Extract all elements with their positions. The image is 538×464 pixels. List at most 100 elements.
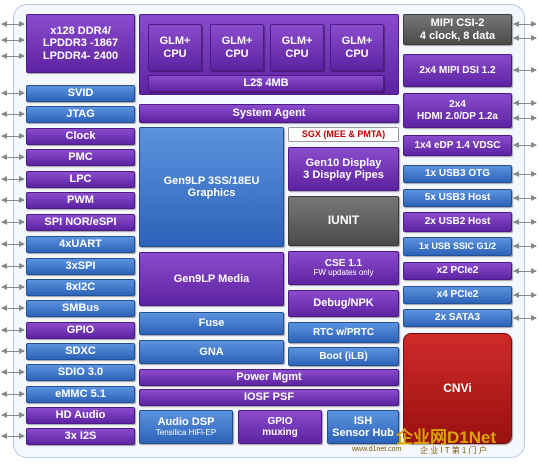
io-arrow (513, 243, 537, 249)
graphics-block: Gen9LP 3SS/18EU Graphics (139, 127, 284, 247)
usb3-host-label: 5x USB3 Host (424, 192, 491, 204)
left-io-label: 4xUART (59, 238, 102, 251)
gpio-muxing-line-2: muxing (262, 427, 298, 438)
io-arrow (513, 67, 537, 73)
left-io-9: 3xSPI (26, 258, 135, 275)
rtc-block: RTC w/PRTC (288, 322, 399, 343)
io-arrow (1, 433, 25, 439)
cpu-core-1-line-2: CPU (163, 47, 187, 60)
mipi-csi-line-2: 4 clock, 8 data (419, 29, 496, 42)
left-io-10: 8xI2C (26, 279, 135, 296)
left-io-16: HD Audio (26, 407, 135, 424)
left-io-label: HD Audio (55, 409, 106, 422)
cpu-core-4-line-2: CPU (345, 47, 369, 60)
left-io-label: JTAG (66, 108, 95, 121)
cpu-core-4: GLM+ CPU (330, 24, 384, 71)
io-arrow (1, 241, 25, 247)
power-mgmt-block: Power Mgmt (139, 369, 399, 386)
audio-dsp-line-2: Tensilica HiFi-EP (155, 427, 217, 437)
watermark-logo-text: 企业网D1Net (396, 428, 497, 447)
io-arrow (513, 315, 537, 321)
left-io-label: SMBus (61, 302, 100, 315)
cpu-core-2-line-2: CPU (225, 47, 249, 60)
io-arrow (1, 133, 25, 139)
left-io-5: LPC (26, 171, 135, 188)
media-block: Gen9LP Media (139, 252, 284, 306)
io-arrow (513, 100, 537, 106)
graphics-line-2: Graphics (187, 187, 236, 199)
left-io-label: PWM (67, 194, 94, 207)
watermark-url: www.d1net.com (352, 446, 401, 453)
io-arrow (1, 219, 25, 225)
watermark-logo: 企业网D1Net (396, 423, 496, 448)
io-arrow (1, 305, 25, 311)
rtc-label: RTC w/PRTC (312, 326, 375, 338)
memory-line-2: LPDDR3 -1867 (42, 37, 119, 50)
ish-block: ISH Sensor Hub (327, 410, 399, 444)
pcie-x4-label: x4 PCIe2 (436, 289, 479, 301)
io-arrow (513, 142, 537, 148)
iunit-block: IUNIT (288, 196, 399, 246)
io-arrow (513, 115, 537, 121)
edp-block: 1x4 eDP 1.4 VDSC (403, 135, 512, 156)
cpu-core-3-line-2: CPU (285, 47, 309, 60)
cnvi-label: CNVi (443, 380, 472, 395)
memory-controller-block: x128 DDR4/ LPDDR3 -1867 LPDDR4- 2400 (26, 14, 135, 73)
ish-line-2: Sensor Hub (332, 427, 394, 439)
left-io-label: SDIO 3.0 (57, 366, 104, 379)
left-io-label: LPC (69, 173, 92, 186)
l2-cache-block: L2$ 4MB (148, 75, 384, 92)
display-line-1: Gen10 Display (305, 156, 382, 169)
memory-line-1: x128 DDR4/ (50, 25, 111, 38)
io-arrow (1, 263, 25, 269)
display-block: Gen10 Display 3 Display Pipes (288, 147, 399, 191)
io-arrow (513, 171, 537, 177)
audio-dsp-block: Audio DSP Tensilica HiFi-EP (139, 410, 233, 444)
cse-line-2: FW updates only (313, 268, 374, 278)
left-io-6: PWM (26, 192, 135, 209)
hdmi-dp-line-1: 2x4 (449, 99, 466, 111)
io-arrow (1, 176, 25, 182)
hdmi-dp-line-2: HDMI 2.0/DP 1.2a (417, 110, 498, 122)
left-io-label: 3x I2S (64, 430, 97, 443)
debug-npk-block: Debug/NPK (288, 290, 399, 317)
usb3-otg-label: 1x USB3 OTG (424, 168, 491, 180)
io-arrow (513, 268, 537, 274)
pcie-x4-block: x4 PCIe2 (403, 286, 512, 304)
memory-arrow (1, 53, 25, 59)
fuse-block: Fuse (139, 312, 284, 335)
cpu-core-2-line-1: GLM+ (221, 35, 253, 48)
boot-label: Boot (iLB) (319, 350, 368, 362)
watermark-cn: 企 业 I T 第 1 门 户 (420, 445, 487, 456)
io-arrow (1, 154, 25, 160)
io-arrow (1, 327, 25, 333)
left-io-label: Clock (65, 130, 96, 143)
usb-ssic-block: 1x USB SSIC G1/2 (403, 237, 512, 256)
mipi-csi-line-1: MIPI CSI-2 (430, 17, 485, 30)
io-arrow (513, 21, 537, 27)
left-io-label: PMC (68, 151, 93, 164)
usb3-otg-block: 1x USB3 OTG (403, 165, 512, 183)
cse-line-1: CSE 1.1 (324, 257, 363, 269)
sgx-block: SGX (MEE & PMTA) (288, 127, 399, 142)
cpu-core-4-line-1: GLM+ (341, 35, 373, 48)
cnvi-block: CNVi (403, 333, 512, 444)
cpu-core-3: GLM+ CPU (270, 24, 324, 71)
memory-arrow (1, 37, 25, 43)
io-arrow (1, 412, 25, 418)
left-io-15: eMMC 5.1 (26, 386, 135, 403)
edp-label: 1x4 eDP 1.4 VDSC (414, 139, 501, 151)
left-io-12: GPIO (26, 322, 135, 339)
left-io-label: 3xSPI (65, 260, 96, 273)
left-io-14: SDIO 3.0 (26, 364, 135, 381)
io-arrow (513, 195, 537, 201)
left-io-label: SPI NOR/eSPI (44, 216, 117, 229)
media-label: Gen9LP Media (173, 272, 250, 285)
iosf-psf-block: IOSF PSF (139, 389, 399, 406)
left-io-label: SDXC (65, 345, 96, 358)
cpu-core-1: GLM+ CPU (148, 24, 202, 71)
usb3-host-block: 5x USB3 Host (403, 189, 512, 207)
sata-block: 2x SATA3 (403, 309, 512, 327)
watermark-cn-text: 企 业 I T 第 1 门 户 (420, 446, 487, 455)
